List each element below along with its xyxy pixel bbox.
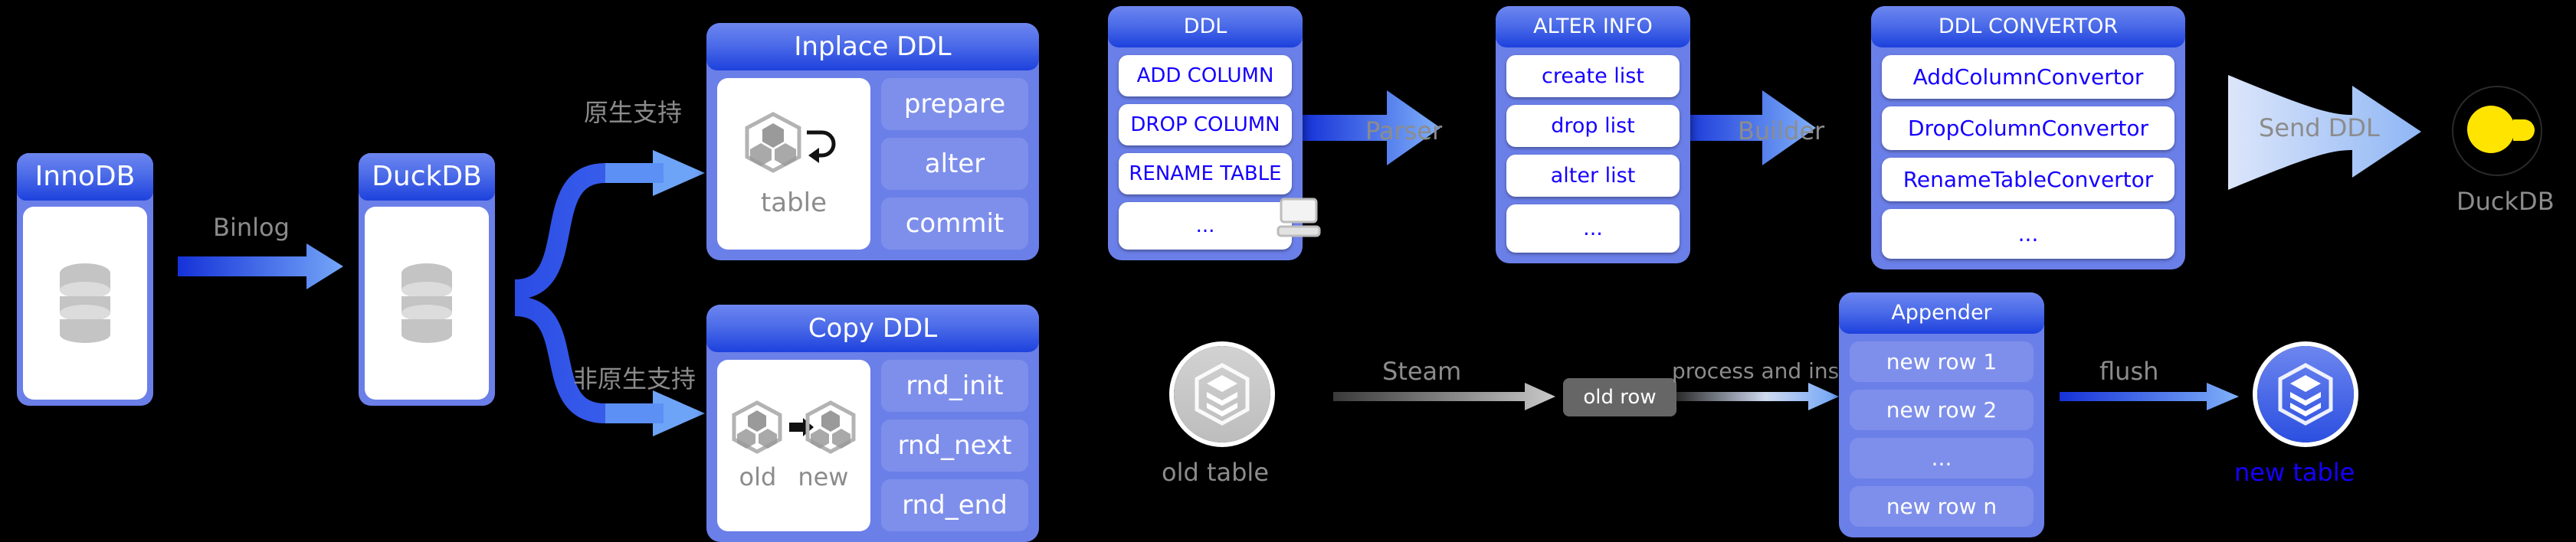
copy-icon-label-new: new [798, 462, 849, 491]
ddl-convertor-title: DDL CONVERTOR [1871, 6, 2185, 47]
appender-row-2: new row 2 [1850, 390, 2034, 430]
ddl-card: DDL ADD COLUMN DROP COLUMN RENAME TABLE … [1108, 6, 1303, 260]
duckdb-icon-panel [365, 207, 489, 400]
new-table-label: new table [2234, 458, 2355, 487]
database-cylinder-icon [60, 263, 110, 343]
ddl-item-add-column: ADD COLUMN [1119, 55, 1292, 96]
appender-card: Appender new row 1 new row 2 ... new row… [1839, 292, 2044, 537]
innodb-title: InnoDB [17, 153, 153, 201]
duckdb-logo-icon [2452, 86, 2542, 176]
duck-head-shape [2467, 106, 2515, 153]
duckdb-title: DuckDB [359, 153, 495, 201]
alter-info-title: ALTER INFO [1496, 6, 1690, 47]
copy-step-rnd-init: rnd_init [881, 360, 1028, 412]
appender-title: Appender [1839, 292, 2044, 334]
branch-label-native: 原生支持 [584, 98, 683, 127]
inplace-ddl-card: Inplace DDL table prepare alter [706, 23, 1039, 260]
ddl-title: DDL [1108, 6, 1303, 47]
inplace-table-icon-label: table [760, 188, 828, 218]
steam-label: Steam [1382, 357, 1462, 386]
database-cylinder-icon [401, 263, 452, 343]
copy-ddl-card: Copy DDL [706, 305, 1039, 542]
inplace-step-prepare: prepare [881, 78, 1028, 130]
innodb-icon-panel [23, 207, 147, 400]
inplace-table-icon-panel: table [717, 78, 870, 250]
new-table-circle [2257, 346, 2354, 442]
appender-row-n: new row n [1850, 486, 2034, 527]
inplace-ddl-title: Inplace DDL [706, 23, 1039, 70]
branch-label-non-native: 非原生支持 [573, 364, 696, 393]
appender-row-ellipsis: ... [1850, 438, 2034, 478]
inplace-step-commit: commit [881, 198, 1028, 250]
process-and-insert-label: process and insert [1672, 358, 1870, 384]
convertor-item-rename-table: RenameTableConvertor [1882, 158, 2175, 201]
alter-info-item-drop-list: drop list [1506, 105, 1680, 147]
copy-step-rnd-end: rnd_end [881, 479, 1028, 531]
ddl-item-drop-column: DROP COLUMN [1119, 104, 1292, 145]
innodb-block: InnoDB [17, 153, 153, 406]
alter-info-card: ALTER INFO create list drop list alter l… [1496, 6, 1690, 263]
flush-label: flush [2099, 357, 2159, 386]
binlog-label: Binlog [213, 213, 290, 242]
appender-row-1: new row 1 [1850, 341, 2034, 382]
old-row-chip: old row [1563, 378, 1676, 416]
branch-arrow-native [513, 150, 705, 299]
convertor-item-add-column: AddColumnConvertor [1882, 55, 2175, 99]
steam-arrow [1333, 383, 1555, 410]
ddl-item-rename-table: RENAME TABLE [1119, 153, 1292, 194]
inplace-step-alter: alter [881, 138, 1028, 190]
alter-info-item-create-list: create list [1506, 55, 1680, 97]
copy-icon-label-old: old [739, 462, 777, 491]
binlog-arrow [178, 243, 343, 289]
copy-table-icon-panel: old new [717, 360, 870, 531]
convertor-item-ellipsis: ... [1882, 209, 2175, 259]
builder-label: Builder [1738, 116, 1825, 145]
monitor-icon [1277, 198, 1321, 237]
old-table-circle [1174, 346, 1270, 442]
table-hexagon-loop-icon [745, 112, 836, 173]
parser-label: Parser [1365, 116, 1443, 145]
old-table-label: old table [1162, 458, 1269, 487]
duckdb-logo-label: DuckDB [2456, 187, 2555, 216]
process-insert-arrow [1676, 383, 1839, 410]
table-hexagon-old-new-icon [732, 400, 856, 454]
ddl-item-ellipsis: ... [1119, 202, 1292, 250]
stacked-layers-hexagon-icon [2278, 363, 2333, 426]
send-ddl-label: Send DDL [2259, 113, 2380, 142]
stacked-layers-hexagon-icon [1195, 363, 1250, 426]
duck-beak-shape [2513, 119, 2535, 141]
ddl-convertor-card: DDL CONVERTOR AddColumnConvertor DropCol… [1871, 6, 2185, 269]
convertor-item-drop-column: DropColumnConvertor [1882, 106, 2175, 150]
flush-arrow [2060, 383, 2239, 410]
duckdb-block: DuckDB [359, 153, 495, 406]
copy-ddl-title: Copy DDL [706, 305, 1039, 352]
alter-info-item-ellipsis: ... [1506, 204, 1680, 253]
alter-info-item-alter-list: alter list [1506, 155, 1680, 197]
copy-step-rnd-next: rnd_next [881, 420, 1028, 472]
